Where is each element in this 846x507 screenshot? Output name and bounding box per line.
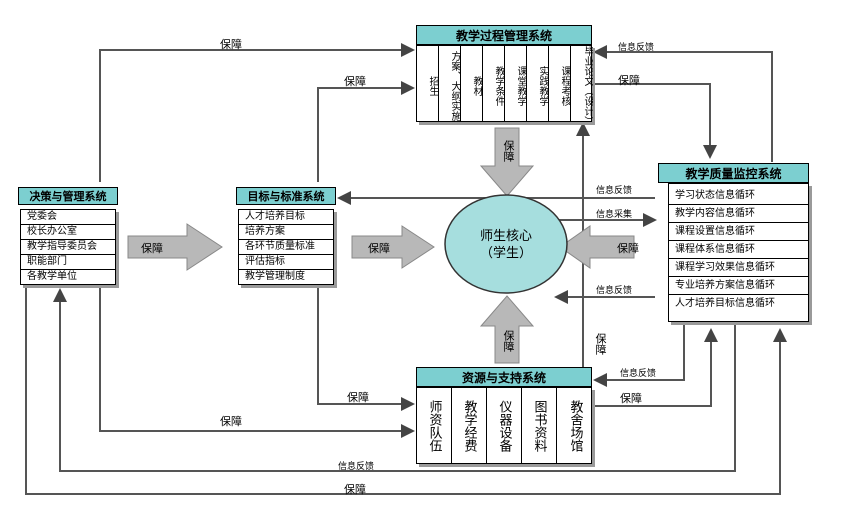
resource-item: 图书资料	[522, 388, 557, 463]
resource-system-title-text: 资源与支持系统	[461, 370, 546, 385]
quality-item: 人才培养目标信息循环	[675, 298, 775, 309]
quality-system-title-text: 教学质量监控系统	[685, 166, 782, 181]
resource-system-box: 师资队伍 教学经费 仪器设备 图书资料 教舍场馆	[416, 387, 592, 464]
guarantee-label: 保障	[220, 38, 242, 51]
process-item: 课堂教学	[505, 46, 527, 121]
quality-item: 学习状态信息循环	[669, 187, 808, 205]
resource-item: 教学经费	[452, 388, 487, 463]
info-feedback-label: 信息反馈	[338, 462, 375, 472]
guarantee-label: 保障	[502, 330, 515, 352]
guarantee-label: 保障	[618, 74, 640, 87]
process-system-title-text: 教学过程管理系统	[455, 28, 552, 43]
standard-item: 教学管理制度	[245, 271, 305, 282]
guarantee-label: 保障	[344, 75, 366, 88]
guarantee-label: 保障	[220, 415, 242, 428]
standard-item: 培养方案	[239, 225, 333, 240]
standard-system-title: 目标与标准系统	[236, 187, 336, 205]
decision-item: 职能部门	[21, 255, 115, 270]
quality-item: 教学内容信息循环	[669, 205, 808, 223]
standard-system-title-text: 目标与标准系统	[247, 190, 325, 203]
core-line2: （学生）	[479, 246, 532, 261]
info-feedback-label: 信息反馈	[620, 369, 657, 379]
process-item: 毕业论文（设计）	[582, 46, 593, 121]
core-label: 师生核心 （学生）	[446, 228, 566, 262]
guarantee-label: 保障	[502, 140, 515, 162]
quality-item: 课程学习效果信息循环	[669, 259, 808, 277]
quality-item: 课程设置信息循环	[669, 223, 808, 241]
standard-item: 人才培养目标	[239, 210, 333, 225]
info-feedback-label: 信息反馈	[596, 186, 633, 196]
decision-system-title: 决策与管理系统	[18, 187, 118, 205]
process-item: 课程考核	[549, 46, 571, 121]
resource-item: 教舍场馆	[567, 399, 583, 452]
guarantee-label: 保障	[344, 483, 366, 496]
standard-system-box: 人才培养目标 培养方案 各环节质量标准 评估指标 教学管理制度	[238, 209, 334, 285]
process-item: 招生	[417, 46, 439, 121]
quality-item: 课程体系信息循环	[669, 241, 808, 259]
process-item: 方案、大纲实施	[439, 46, 461, 121]
core-line1: 师生核心	[479, 229, 532, 244]
core-ellipse	[444, 194, 568, 294]
decision-item: 各教学单位	[27, 271, 77, 282]
quality-system-title: 教学质量监控系统	[658, 163, 809, 183]
standard-item: 评估指标	[239, 255, 333, 270]
decision-system-title-text: 决策与管理系统	[29, 190, 107, 203]
info-feedback-label: 信息反馈	[618, 43, 655, 53]
decision-item: 教学指导委员会	[21, 240, 115, 255]
info-feedback-label: 信息反馈	[596, 286, 633, 296]
info-collect-label: 信息采集	[596, 210, 633, 220]
process-system-box: 招生 方案、大纲实施 教材 教学条件 课堂教学 实践教学 课程考核 毕业论文（设…	[416, 45, 593, 122]
guarantee-label: 保障	[368, 242, 390, 255]
process-system-title: 教学过程管理系统	[416, 25, 592, 45]
process-item: 教材	[461, 46, 483, 121]
resource-item: 仪器设备	[487, 388, 522, 463]
guarantee-label: 保障	[347, 391, 369, 404]
decision-item: 校长办公室	[21, 225, 115, 240]
decision-item: 党委会	[21, 210, 115, 225]
process-item: 教学条件	[483, 46, 505, 121]
decision-system-box: 党委会 校长办公室 教学指导委员会 职能部门 各教学单位	[20, 209, 116, 285]
guarantee-label: 保障	[620, 392, 642, 405]
standard-item: 各环节质量标准	[239, 240, 333, 255]
quality-item: 专业培养方案信息循环	[669, 277, 808, 295]
process-item: 实践教学	[527, 46, 549, 121]
resource-system-title: 资源与支持系统	[416, 367, 592, 387]
guarantee-label: 保障	[594, 333, 607, 355]
quality-system-box: 学习状态信息循环 教学内容信息循环 课程设置信息循环 课程体系信息循环 课程学习…	[668, 183, 809, 322]
guarantee-label: 保障	[617, 242, 639, 255]
resource-item: 师资队伍	[417, 388, 452, 463]
guarantee-label: 保障	[141, 242, 163, 255]
